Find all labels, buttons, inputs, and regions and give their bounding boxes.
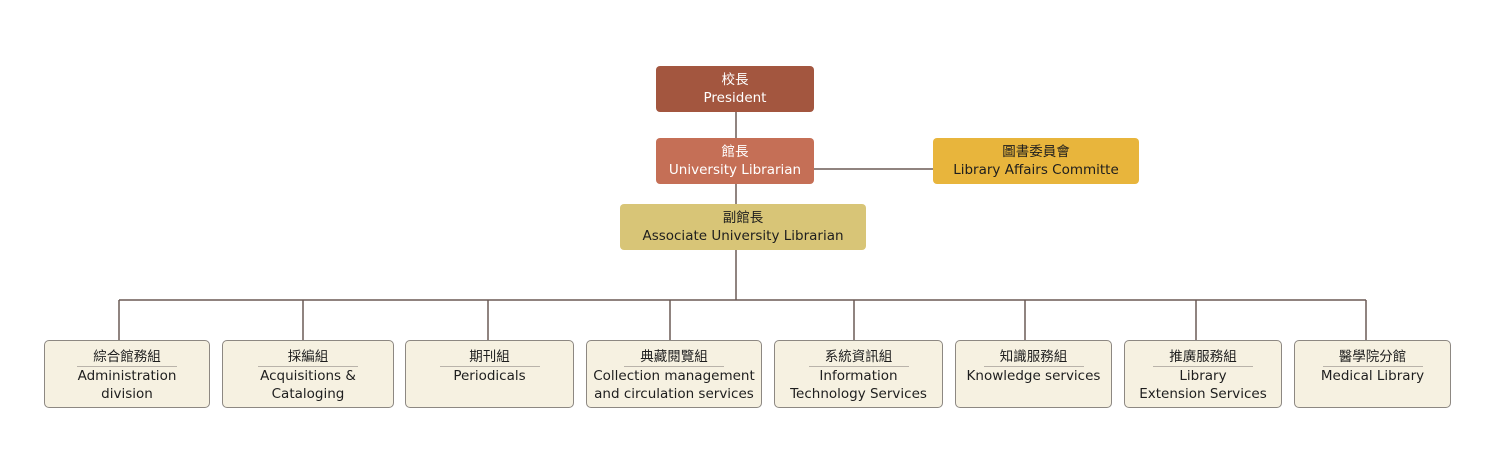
division-periodicals: 期刊組 Periodicals (405, 340, 574, 408)
committee-en: Library Affairs Committe (953, 162, 1119, 178)
president-en: President (703, 90, 767, 106)
division-zh: 醫學院分館 (1322, 348, 1423, 367)
division-en-line1: Knowledge services (966, 368, 1101, 384)
committee-zh: 圖書委員會 (1002, 144, 1070, 160)
division-en-line1: Information (819, 368, 898, 384)
division-en-line2: Technology Services (790, 386, 927, 402)
division-zh: 知識服務組 (983, 348, 1084, 367)
division-zh: 採編組 (258, 348, 358, 367)
division-zh: 推廣服務組 (1153, 348, 1253, 367)
division-en-line2: and circulation services (594, 386, 754, 402)
librarian-en: University Librarian (668, 162, 802, 178)
division-en-line2: Cataloging (271, 386, 345, 402)
division-acquisitions-cataloging: 採編組 Acquisitions & Cataloging (222, 340, 394, 408)
university-librarian-node: 館長 University Librarian (656, 138, 814, 184)
division-information-technology: 系統資訊組 Information Technology Services (774, 340, 943, 408)
president-node: 校長 President (656, 66, 814, 112)
division-en-line1: Collection management (593, 368, 755, 384)
division-zh: 系統資訊組 (808, 348, 909, 367)
division-medical-library: 醫學院分館 Medical Library (1294, 340, 1451, 408)
division-en-line2: division (101, 386, 153, 402)
division-knowledge-services: 知識服務組 Knowledge services (955, 340, 1112, 408)
library-affairs-committee-node: 圖書委員會 Library Affairs Committe (933, 138, 1139, 184)
division-en-line1: Administration (77, 368, 177, 384)
division-en-line1: Library (1179, 368, 1227, 384)
associate-librarian-node: 副館長 Associate University Librarian (620, 204, 866, 250)
division-zh: 期刊組 (439, 348, 540, 367)
president-zh: 校長 (721, 72, 749, 88)
division-en-line1: Medical Library (1320, 368, 1425, 384)
associate-en: Associate University Librarian (642, 228, 844, 244)
librarian-zh: 館長 (721, 144, 749, 160)
division-library-extension: 推廣服務組 Library Extension Services (1124, 340, 1282, 408)
associate-zh: 副館長 (722, 210, 764, 226)
division-en-line2: Extension Services (1139, 386, 1267, 402)
division-administration: 綜合館務組 Administration division (44, 340, 210, 408)
division-collection-circulation: 典藏閱覽組 Collection management and circulat… (586, 340, 762, 408)
division-en-line1: Periodicals (453, 368, 526, 384)
division-zh: 綜合館務組 (77, 348, 177, 367)
division-en-line1: Acquisitions & (260, 368, 356, 384)
division-zh: 典藏閱覽組 (624, 348, 724, 367)
